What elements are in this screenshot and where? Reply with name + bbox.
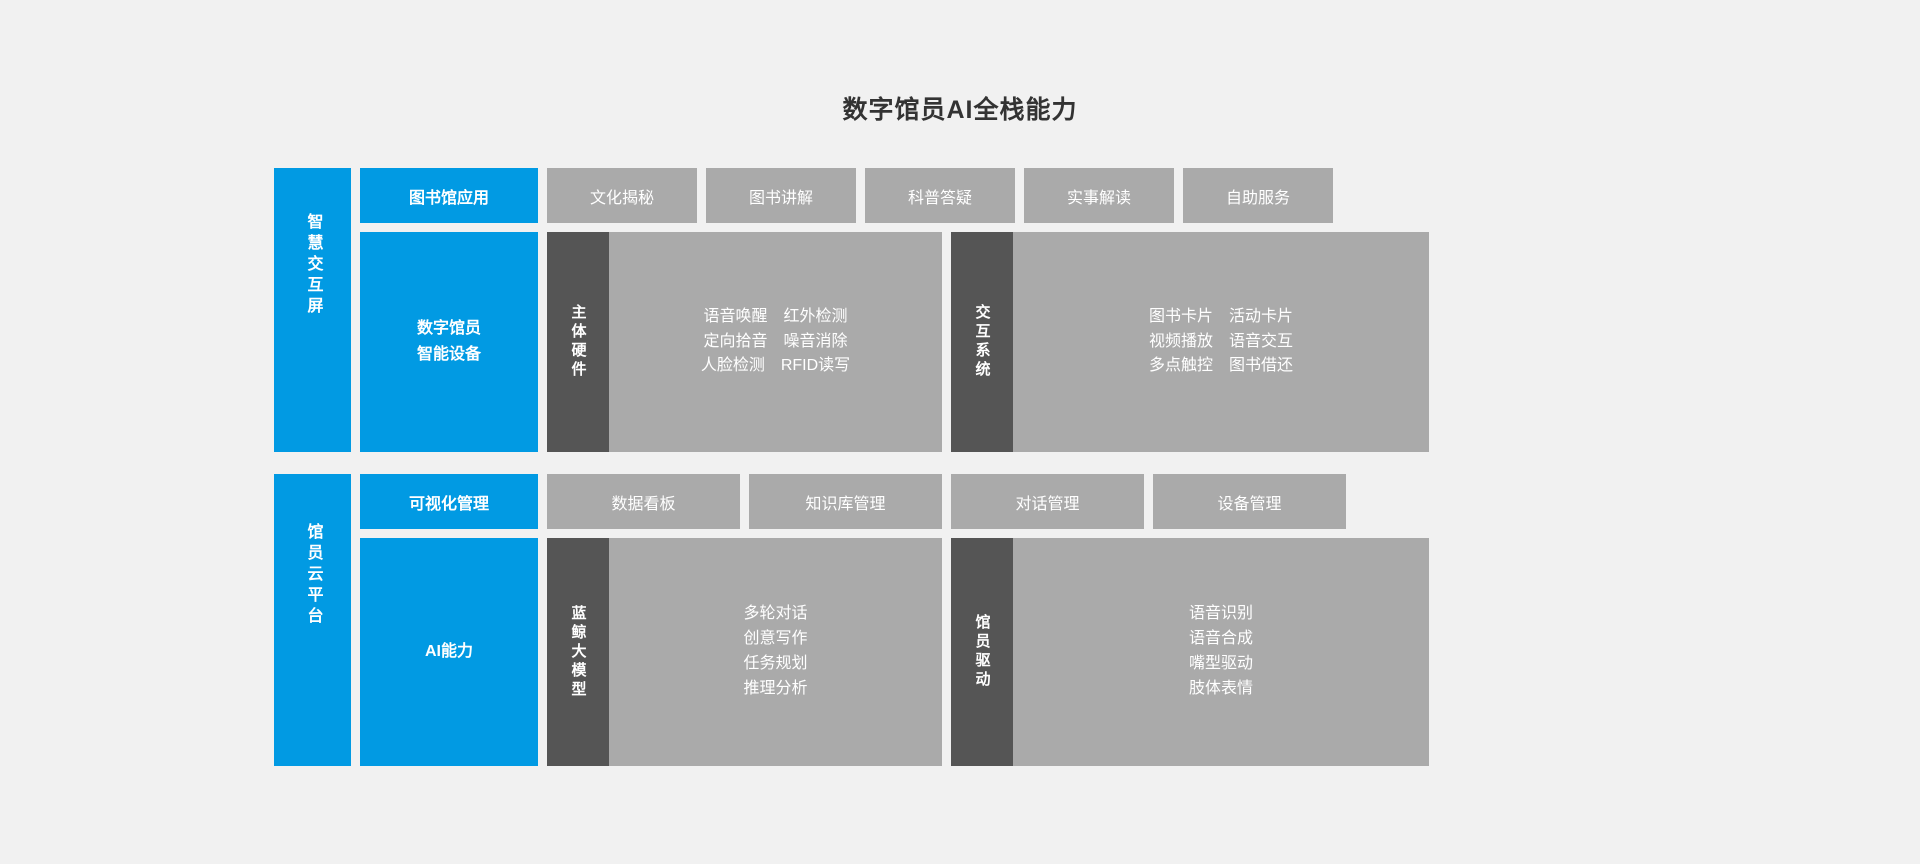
category-chip[interactable]: 对话管理 bbox=[951, 474, 1144, 529]
feature-row: 语音唤醒红外检测 bbox=[703, 305, 847, 330]
anchor-box[interactable]: 数字馆员智能设备 bbox=[360, 232, 538, 452]
feature-item: 多轮对话 bbox=[743, 605, 808, 623]
feature-row: 定向拾音噪音消除 bbox=[703, 330, 847, 355]
capability-panel: 蓝鲸大模型 多轮对话创意写作任务规划推理分析 bbox=[547, 538, 942, 766]
feature-item: 语音交互 bbox=[1229, 332, 1294, 350]
category-chip[interactable]: 设备管理 bbox=[1153, 474, 1346, 529]
section-side-label-text: 馆员云平台 bbox=[304, 522, 322, 628]
panel-label-text: 蓝鲸大模型 bbox=[569, 604, 587, 700]
feature-row: 图书卡片活动卡片 bbox=[1149, 305, 1293, 330]
category-chip[interactable]: 知识库管理 bbox=[749, 474, 942, 529]
feature-row: 语音合成 bbox=[1189, 627, 1253, 652]
panel-label-text: 交互系统 bbox=[973, 304, 991, 380]
section-side-label: 智慧交互屏 bbox=[274, 168, 351, 452]
capability-section: 馆员云平台 可视化管理数据看板知识库管理对话管理设备管理 AI能力 蓝鲸大模型 多轮对话… bbox=[274, 474, 1544, 766]
panel-label: 蓝鲸大模型 bbox=[547, 538, 609, 766]
anchor-box-line: 智能设备 bbox=[416, 346, 481, 363]
feature-item: 多点触控 bbox=[1148, 357, 1213, 375]
category-chip[interactable]: 图书讲解 bbox=[706, 168, 856, 223]
section-side-label-text: 智慧交互屏 bbox=[304, 212, 322, 318]
panel-feature-list: 语音识别语音合成嘴型驱动肢体表情 bbox=[1013, 538, 1429, 766]
capability-section: 智慧交互屏图书馆应用文化揭秘图书讲解科普答疑实事解读自助服务数字馆员智能设备主体… bbox=[274, 168, 1544, 452]
feature-item: 语音唤醒 bbox=[703, 307, 768, 325]
section-side-label: 馆员云平台 bbox=[274, 474, 351, 766]
feature-row: 人脸检测 RFID读写 bbox=[701, 354, 850, 379]
feature-row: 任务规划 bbox=[743, 652, 807, 677]
category-chip-row: 图书馆应用文化揭秘图书讲解科普答疑实事解读自助服务 bbox=[360, 168, 1544, 223]
feature-item: 语音识别 bbox=[1188, 605, 1253, 623]
feature-item: RFID读写 bbox=[780, 357, 851, 375]
category-chip-primary[interactable]: 图书馆应用 bbox=[360, 168, 538, 223]
feature-row: 肢体表情 bbox=[1189, 677, 1253, 702]
feature-item: 红外检测 bbox=[783, 307, 848, 325]
panel-label: 馆员驱动 bbox=[951, 538, 1013, 766]
panel-label: 交互系统 bbox=[951, 232, 1013, 452]
feature-item: 推理分析 bbox=[743, 679, 808, 697]
feature-row: 多轮对话 bbox=[743, 602, 807, 627]
feature-item: 语音合成 bbox=[1188, 630, 1253, 648]
panel-feature-list: 图书卡片活动卡片视频播放语音交互多点触控图书借还 bbox=[1013, 232, 1429, 452]
feature-item: 图书借还 bbox=[1229, 357, 1294, 375]
anchor-box[interactable]: AI能力 bbox=[360, 538, 538, 766]
section-body: 图书馆应用文化揭秘图书讲解科普答疑实事解读自助服务数字馆员智能设备 主体硬件 语音唤… bbox=[360, 168, 1544, 452]
feature-item: 肢体表情 bbox=[1188, 679, 1253, 697]
category-chip[interactable]: 数据看板 bbox=[547, 474, 740, 529]
capability-panel: 馆员驱动 语音识别语音合成嘴型驱动肢体表情 bbox=[951, 538, 1429, 766]
page-title: 数字馆员AI全栈能力 bbox=[842, 96, 1078, 124]
feature-item: 创意写作 bbox=[743, 630, 808, 648]
feature-item: 图书卡片 bbox=[1148, 307, 1213, 325]
panel-label-text: 主体硬件 bbox=[569, 304, 587, 380]
category-chip[interactable]: 科普答疑 bbox=[865, 168, 1015, 223]
category-chip-primary[interactable]: 可视化管理 bbox=[360, 474, 538, 529]
feature-item: 人脸检测 bbox=[700, 357, 765, 375]
section-body: 可视化管理数据看板知识库管理对话管理设备管理 AI能力 蓝鲸大模型 多轮对话创意写作任… bbox=[360, 474, 1544, 766]
panel-label-text: 馆员驱动 bbox=[973, 614, 991, 690]
feature-item: 视频播放 bbox=[1148, 332, 1213, 350]
capability-panel: 交互系统图书卡片活动卡片视频播放语音交互多点触控图书借还 bbox=[951, 232, 1429, 452]
category-chip[interactable]: 文化揭秘 bbox=[547, 168, 697, 223]
feature-item: 嘴型驱动 bbox=[1188, 655, 1253, 672]
category-chip[interactable]: 实事解读 bbox=[1024, 168, 1174, 223]
feature-item: 活动卡片 bbox=[1229, 307, 1294, 325]
feature-item: 定向拾音 bbox=[703, 332, 768, 350]
anchor-box-line: AI能力 bbox=[424, 643, 473, 661]
feature-row: 嘴型驱动 bbox=[1189, 652, 1253, 677]
anchor-box-line: 数字馆员 bbox=[416, 320, 481, 338]
category-chip[interactable]: 自助服务 bbox=[1183, 168, 1333, 223]
feature-item: 任务规划 bbox=[743, 655, 808, 672]
feature-item: 噪音消除 bbox=[783, 332, 848, 350]
feature-row: 多点触控图书借还 bbox=[1149, 354, 1293, 379]
feature-row: 视频播放语音交互 bbox=[1149, 330, 1293, 355]
feature-row: 创意写作 bbox=[743, 627, 807, 652]
category-chip-row: 可视化管理数据看板知识库管理对话管理设备管理 bbox=[360, 474, 1544, 529]
panel-feature-list: 多轮对话创意写作任务规划推理分析 bbox=[609, 538, 942, 766]
detail-row: AI能力 蓝鲸大模型 多轮对话创意写作任务规划推理分析 馆员驱动 语音识别语音合成嘴型驱… bbox=[360, 538, 1544, 766]
panel-label: 主体硬件 bbox=[547, 232, 609, 452]
feature-row: 推理分析 bbox=[743, 677, 807, 702]
feature-row: 语音识别 bbox=[1189, 602, 1253, 627]
capability-diagram: 智慧交互屏图书馆应用文化揭秘图书讲解科普答疑实事解读自助服务数字馆员智能设备主体… bbox=[274, 168, 1544, 766]
